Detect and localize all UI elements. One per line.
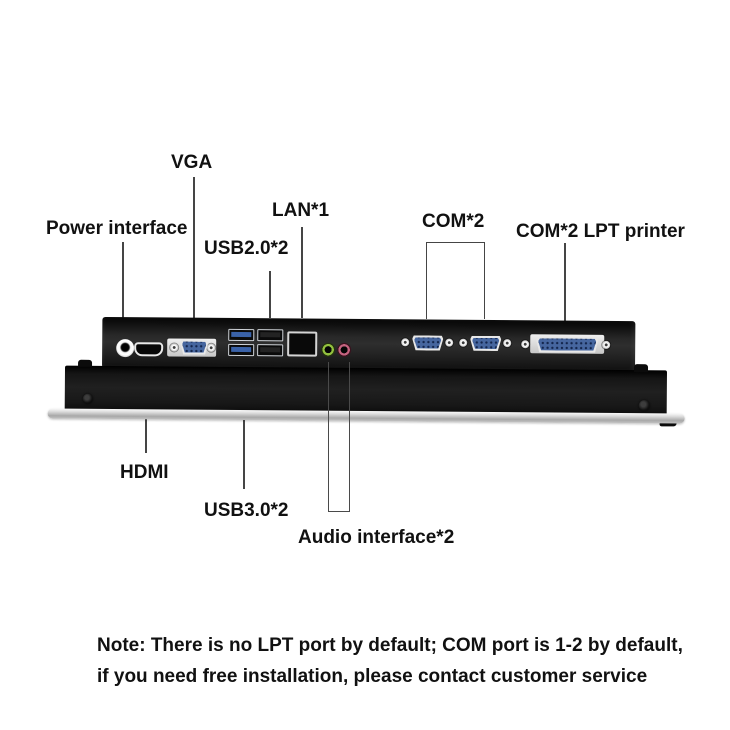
vga-face bbox=[182, 342, 206, 353]
panel-pc-rear-device bbox=[47, 316, 686, 427]
usb2-tongue bbox=[260, 346, 281, 352]
com1-screw-right bbox=[445, 338, 454, 347]
usb3-port-top bbox=[228, 328, 255, 342]
note-text: Note: There is no LPT port by default; C… bbox=[97, 630, 683, 692]
label-com2-lpt: COM*2 LPT printer bbox=[516, 221, 685, 242]
line-out-jack bbox=[321, 342, 336, 357]
leader-bracket-audio bbox=[328, 362, 350, 512]
lpt-screw-left bbox=[521, 340, 530, 349]
mic-jack bbox=[337, 342, 352, 357]
label-hdmi: HDMI bbox=[120, 462, 169, 483]
body-screw-right bbox=[638, 400, 650, 412]
label-audio: Audio interface*2 bbox=[298, 527, 455, 548]
hdmi-port bbox=[134, 342, 164, 357]
com2-screw-left bbox=[459, 338, 468, 347]
leader-line-power bbox=[122, 242, 124, 318]
label-com2: COM*2 bbox=[422, 211, 485, 232]
power-jack-port bbox=[116, 339, 135, 358]
lan-rj45-port bbox=[287, 331, 318, 357]
note-line-2: if you need free installation, please co… bbox=[97, 666, 648, 687]
usb3-tongue bbox=[231, 346, 252, 352]
com1-face bbox=[414, 337, 441, 348]
leader-line-hdmi bbox=[145, 413, 147, 453]
lpt-face bbox=[538, 338, 596, 350]
com-port-2 bbox=[470, 336, 501, 351]
com1-screw-left bbox=[401, 338, 410, 347]
label-power-interface: Power interface bbox=[46, 218, 188, 239]
body-bump-left bbox=[78, 359, 93, 367]
leader-line-vga bbox=[193, 177, 195, 318]
com2-screw-right bbox=[503, 339, 512, 348]
vga-screw-right bbox=[207, 343, 216, 352]
usb2-port-bottom bbox=[257, 343, 284, 356]
monitor-body-strip bbox=[64, 359, 668, 416]
usb2-tongue bbox=[260, 332, 281, 338]
usb2-port-pair bbox=[257, 329, 284, 358]
leader-bracket-com bbox=[426, 242, 485, 319]
leader-line-lan bbox=[301, 227, 303, 318]
lpt-db25-port bbox=[536, 336, 598, 352]
lpt-screw-right bbox=[602, 340, 611, 349]
usb3-tongue bbox=[231, 331, 252, 338]
com2-face bbox=[472, 338, 499, 349]
label-lan: LAN*1 bbox=[272, 200, 330, 221]
com-port-1 bbox=[412, 335, 443, 350]
body-bump-right bbox=[633, 364, 649, 373]
leader-line-lpt bbox=[564, 243, 566, 321]
usb3-port-bottom bbox=[228, 343, 255, 356]
label-vga: VGA bbox=[171, 152, 213, 173]
label-usb3: USB3.0*2 bbox=[204, 500, 289, 521]
leader-line-usb3 bbox=[243, 413, 245, 489]
vga-port bbox=[180, 340, 208, 355]
note-line-1: Note: There is no LPT port by default; C… bbox=[97, 635, 683, 656]
usb2-port-top bbox=[257, 329, 284, 342]
leader-line-usb2 bbox=[269, 271, 271, 318]
io-port-strip bbox=[102, 316, 636, 372]
usb3-port-pair bbox=[228, 328, 255, 358]
label-usb2: USB2.0*2 bbox=[204, 238, 289, 259]
body-screw-left bbox=[82, 393, 93, 404]
vga-screw-left bbox=[170, 343, 179, 352]
